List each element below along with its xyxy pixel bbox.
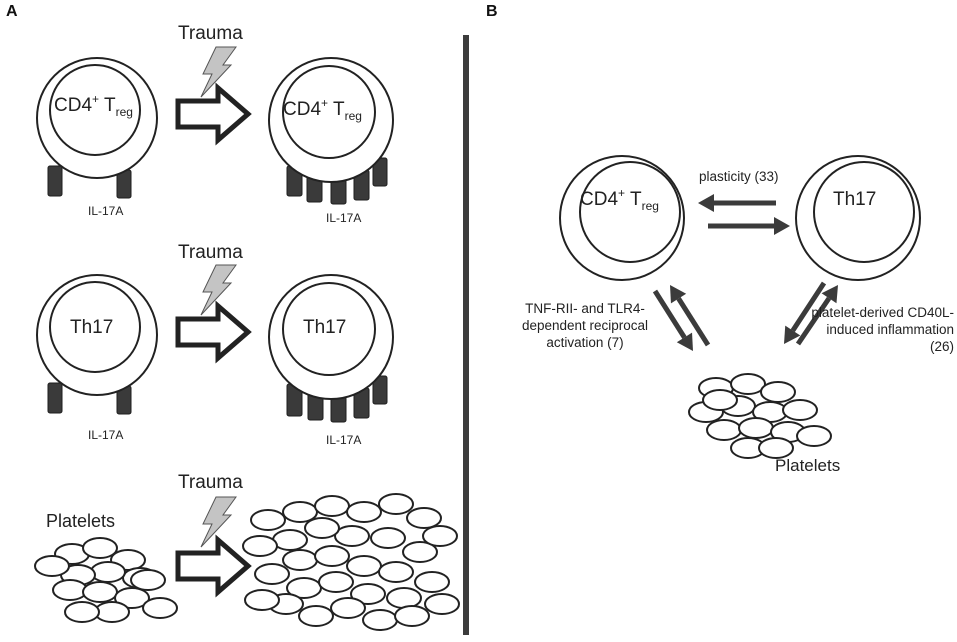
arrow-treg-to-platelets-shaft <box>652 289 687 339</box>
cd4-treg-before-nucleus <box>49 64 141 156</box>
platelet-small-group <box>34 555 70 577</box>
trauma-label-row1: Trauma <box>178 23 243 44</box>
platelet-panel-b <box>706 419 742 441</box>
il17a-label-treg-after: IL-17A <box>326 211 362 225</box>
platelet-large-group <box>298 605 334 627</box>
panel-b-label: B <box>486 3 498 20</box>
platelet-small-group <box>130 569 166 591</box>
plasticity-arrow-to-treg-head <box>698 194 714 212</box>
cd4-treg-label-panel-b: CD4+ Treg <box>580 186 659 213</box>
panel-a-label: A <box>6 3 18 20</box>
arrow-platelets-to-th17-head <box>821 285 838 304</box>
trauma-lightning-row3 <box>200 496 237 548</box>
arrow-platelets-to-treg-shaft <box>676 297 711 347</box>
th17-label-panel-b: Th17 <box>833 189 877 210</box>
th17-label-after: Th17 <box>303 317 347 338</box>
platelet-large-group <box>272 529 308 551</box>
platelet-small-group <box>82 581 118 603</box>
platelet-panel-b <box>782 399 818 421</box>
arrow-th17-to-platelets-shaft <box>790 281 827 332</box>
th17-panel-b-nucleus <box>813 161 915 263</box>
trauma-lightning-row2 <box>200 264 237 316</box>
arrow-platelets-to-th17-shaft <box>795 296 832 346</box>
platelet-small-group <box>142 597 178 619</box>
platelet-large-group <box>414 571 450 593</box>
platelet-large-group <box>282 549 318 571</box>
th17-label-before: Th17 <box>70 317 114 338</box>
platelet-large-group <box>346 555 382 577</box>
platelet-large-group <box>394 605 430 627</box>
platelet-large-group <box>304 517 340 539</box>
cd4-treg-after-nucleus <box>282 65 376 159</box>
panel-divider <box>463 35 469 635</box>
platelets-label-panel-b: Platelets <box>775 456 841 475</box>
arrow-platelets-to-treg-head <box>670 285 687 304</box>
platelet-panel-b <box>760 381 796 403</box>
platelet-large-group <box>422 525 458 547</box>
trauma-label-row3: Trauma <box>178 472 243 493</box>
platelet-large-group <box>314 545 350 567</box>
platelet-large-group <box>386 587 422 609</box>
platelet-large-group <box>242 535 278 557</box>
platelet-large-group <box>370 527 406 549</box>
platelet-large-group <box>378 493 414 515</box>
reciprocal-activation-note: TNF-RII- and TLR4-dependent reciprocal a… <box>521 301 649 350</box>
th17-before-nucleus <box>49 281 141 373</box>
platelet-large-group <box>406 507 442 529</box>
transition-arrow-row3 <box>175 534 252 598</box>
platelet-large-group <box>402 541 438 563</box>
plasticity-arrow-to-th17-head <box>774 217 790 235</box>
il17a-receptor <box>47 382 63 414</box>
plasticity-label: plasticity (33) <box>699 169 779 184</box>
arrow-treg-to-platelets-head <box>676 332 693 351</box>
platelet-small-group <box>64 601 100 623</box>
cd4-treg-label-before: CD4+ Treg <box>54 92 133 119</box>
platelet-large-group <box>334 525 370 547</box>
platelet-large-group <box>244 589 280 611</box>
il17a-label-th17-after: IL-17A <box>326 433 362 447</box>
trauma-label-row2: Trauma <box>178 242 243 263</box>
arrow-th17-to-platelets-head <box>784 325 801 344</box>
platelet-panel-b <box>758 437 794 459</box>
platelet-small-group <box>90 561 126 583</box>
platelet-panel-b <box>702 389 738 411</box>
platelet-panel-b <box>738 417 774 439</box>
platelet-large-group <box>424 593 460 615</box>
platelet-large-group <box>350 583 386 605</box>
platelet-panel-b <box>730 373 766 395</box>
platelet-large-group <box>254 563 290 585</box>
il17a-receptor <box>47 165 63 197</box>
trauma-lightning-row1 <box>200 46 237 98</box>
il17a-label-th17-before: IL-17A <box>88 428 124 442</box>
platelet-large-group <box>314 495 350 517</box>
platelet-small-group <box>114 587 150 609</box>
platelet-panel-b <box>796 425 832 447</box>
platelet-large-group <box>346 501 382 523</box>
cd4-treg-panel-b-nucleus <box>579 161 681 263</box>
cd40l-inflammation-note: platelet-derived CD40L-induced inflammat… <box>811 305 954 354</box>
platelet-large-group <box>330 597 366 619</box>
transition-arrow-row2 <box>175 300 252 364</box>
platelet-large-group <box>318 571 354 593</box>
platelet-small-group <box>52 579 88 601</box>
platelets-label-panel-a: Platelets <box>46 511 116 531</box>
platelet-large-group <box>250 509 286 531</box>
platelet-large-group <box>378 561 414 583</box>
cd4-treg-label-after: CD4+ Treg <box>283 96 362 123</box>
platelet-large-group <box>362 609 398 631</box>
transition-arrow-row1 <box>175 82 252 146</box>
il17a-label-treg-before: IL-17A <box>88 204 124 218</box>
th17-after-nucleus <box>282 282 376 376</box>
platelet-small-group <box>82 537 118 559</box>
platelet-small-group <box>94 601 130 623</box>
